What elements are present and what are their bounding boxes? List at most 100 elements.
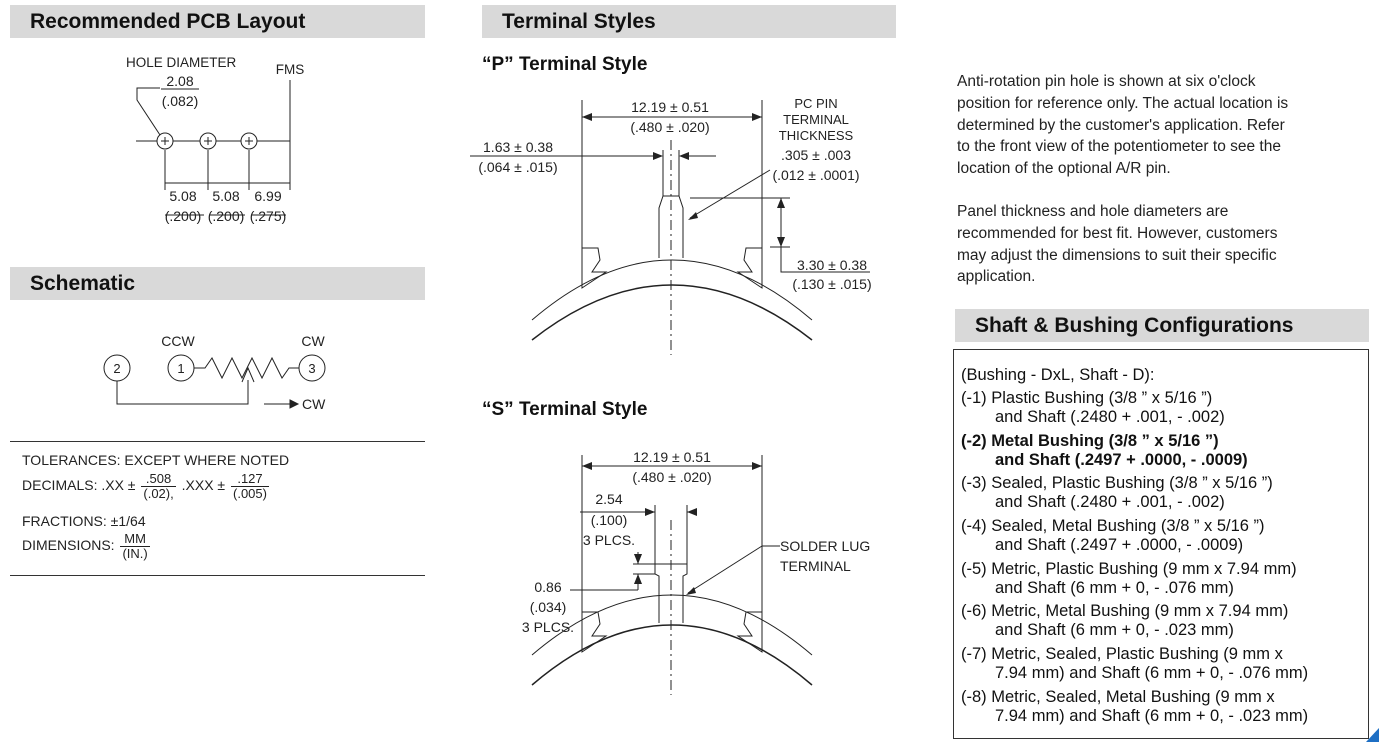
config-item-line-1: (-2) Metal Bushing (3/8 ” x 5/16 ”) (961, 432, 1219, 450)
note-1-line: determined by the customer's application… (957, 116, 1285, 134)
schematic-pin-3: 3 (308, 361, 315, 376)
config-item-line-2: and Shaft (.2480 + .001, - .002) (995, 408, 1225, 426)
config-item-line-1: (-6) Metric, Metal Bushing (9 mm x 7.94 … (961, 602, 1289, 620)
config-box (953, 349, 1369, 739)
header-terminal-styles: Terminal Styles (482, 5, 896, 38)
config-item-3: (-3) Sealed, Plastic Bushing (3/8 ” x 5/… (961, 474, 1273, 512)
note-2-line: recommended for best fit. However, custo… (957, 224, 1278, 242)
pcb-hole-in: (.082) (162, 93, 199, 109)
p-height-in: (.130 ± .015) (792, 276, 871, 292)
config-item-8: (-8) Metric, Sealed, Metal Bushing (9 mm… (961, 688, 1308, 726)
s-small-mm: 0.86 (534, 579, 561, 595)
config-item-5: (-5) Metric, Plastic Bushing (9 mm x 7.9… (961, 560, 1297, 598)
tolerance-dim-num: MM (120, 532, 150, 547)
pcb-layout-drawing: HOLE DIAMETER 2.08 (.082) FMS 5.08 (.200… (126, 55, 305, 224)
tolerance-dimensions: DIMENSIONS: MM(IN.) (22, 532, 152, 561)
config-item-7: (-7) Metric, Sealed, Plastic Bushing (9 … (961, 645, 1308, 683)
p-thick-l3: THICKNESS (779, 128, 854, 143)
p-width-in: (.480 ± .020) (630, 119, 709, 135)
tolerance-top-rule (10, 441, 425, 442)
tolerance-dim-fraction: MM(IN.) (120, 532, 150, 561)
pcb-dim-1-mm: 5.08 (169, 188, 196, 204)
tolerance-line-1: TOLERANCES: EXCEPT WHERE NOTED (22, 452, 290, 468)
header-pcb-layout: Recommended PCB Layout (10, 5, 425, 38)
config-item-1: (-1) Plastic Bushing (3/8 ” x 5/16 ”)and… (961, 389, 1225, 427)
pcb-dim-2-in: (.200) (208, 208, 245, 224)
p-pin-in: (.064 ± .015) (478, 159, 557, 175)
config-item-6: (-6) Metric, Metal Bushing (9 mm x 7.94 … (961, 602, 1288, 640)
note-1-line: position for reference only. The actual … (957, 94, 1289, 112)
config-item-line-2: 7.94 mm) and Shaft (6 mm + 0, - .023 mm) (995, 707, 1309, 725)
note-2-line: Panel thickness and hole diameters are (957, 203, 1229, 220)
page-corner-marker (1366, 728, 1379, 742)
config-item-2: (-2) Metal Bushing (3/8 ” x 5/16 ”)and S… (961, 432, 1248, 470)
schematic-cw-label: CW (301, 333, 325, 349)
note-1-line: Anti-rotation pin hole is shown at six o… (957, 73, 1256, 90)
note-paragraph-2: Panel thickness and hole diameters are r… (957, 201, 1277, 288)
p-thick-l2: TERMINAL (783, 112, 849, 127)
pcb-fms-label: FMS (276, 62, 305, 77)
p-pin-mm: 1.63 ± 0.38 (483, 139, 553, 155)
header-shaft-bushing: Shaft & Bushing Configurations (955, 309, 1369, 342)
p-width-mm: 12.19 ± 0.51 (631, 99, 709, 115)
schematic-ccw-label: CCW (161, 333, 195, 349)
tolerance-bottom-rule (10, 575, 425, 576)
s-terminal-drawing: 12.19 ± 0.51 (.480 ± .020) 2.54 (.100) 3… (522, 449, 870, 695)
p-height-mm: 3.30 ± 0.38 (797, 257, 867, 273)
config-item-line-1: (-5) Metric, Plastic Bushing (9 mm x 7.9… (961, 560, 1297, 578)
p-thick-mm: .305 ± .003 (781, 147, 851, 163)
config-item-line-2: and Shaft (6 mm + 0, - .023 mm) (995, 621, 1234, 639)
s-label-l1: SOLDER LUG (780, 538, 870, 554)
note-2-line: application. (957, 268, 1036, 286)
pcb-hole-mm: 2.08 (166, 73, 193, 89)
tolerance-dim-den: (IN.) (122, 546, 148, 561)
config-item-line-2: 7.94 mm) and Shaft (6 mm + 0, - .076 mm) (995, 664, 1309, 682)
note-1-line: to the front view of the potentiometer t… (957, 138, 1281, 156)
config-item-line-2: and Shaft (6 mm + 0, - .076 mm) (995, 579, 1234, 597)
schematic-drawing: 2 1 3 CCW CW CW (103, 333, 326, 412)
config-item-line-1: (-3) Sealed, Plastic Bushing (3/8 ” x 5/… (961, 474, 1273, 492)
s-lug-mm: 2.54 (595, 491, 622, 507)
tolerance-xx-fraction: .508(.02), (141, 472, 176, 501)
note-paragraph-1: Anti-rotation pin hole is shown at six o… (957, 71, 1288, 180)
tolerance-xx-den: (.02), (143, 486, 174, 501)
schematic-cw-arrow-label: CW (302, 396, 326, 412)
s-width-in: (.480 ± .020) (632, 469, 711, 485)
tolerance-xx-prefix: DECIMALS: .XX ± (22, 477, 136, 494)
note-1-line: location of the optional A/R pin. (957, 160, 1171, 178)
s-terminal-title: “S” Terminal Style (482, 399, 648, 420)
tolerance-dimensions-prefix: DIMENSIONS: (22, 537, 115, 554)
pcb-dim-1-in: (.200) (165, 208, 202, 224)
config-item-line-2: and Shaft (.2497 + .0000, - .0009) (995, 536, 1244, 554)
tolerance-xxx-num: .127 (231, 472, 269, 487)
p-thick-in: (.012 ± .0001) (772, 167, 859, 183)
config-item-line-1: (-1) Plastic Bushing (3/8 ” x 5/16 ”) (961, 389, 1213, 407)
pcb-dim-2-mm: 5.08 (212, 188, 239, 204)
s-small-in: (.034) (530, 599, 567, 615)
config-intro: (Bushing - DxL, Shaft - D): (961, 366, 1155, 384)
schematic-pin-1: 1 (177, 361, 184, 376)
config-item-4: (-4) Sealed, Metal Bushing (3/8 ” x 5/16… (961, 517, 1265, 555)
header-schematic: Schematic (10, 267, 425, 300)
s-label-l2: TERMINAL (780, 558, 851, 574)
config-item-line-2: and Shaft (.2497 + .0000, - .0009) (995, 451, 1248, 469)
tolerance-xxx-prefix: .XXX ± (181, 477, 226, 494)
pcb-dim-3-in: (.275) (250, 208, 287, 224)
note-2-line: may adjust the dimensions to suit their … (957, 246, 1277, 264)
config-item-line-2: and Shaft (.2480 + .001, - .002) (995, 493, 1225, 511)
tolerance-xxx-fraction: .127(.005) (231, 472, 269, 501)
tolerance-xx-num: .508 (141, 472, 176, 487)
tolerance-fractions: FRACTIONS: ±1/64 (22, 513, 146, 529)
s-lug-plcs: 3 PLCS. (583, 532, 635, 548)
p-terminal-drawing: 12.19 ± 0.51 (.480 ± .020) 1.63 ± 0.38 (… (470, 96, 872, 355)
p-thick-l1: PC PIN (794, 96, 837, 111)
p-terminal-title: “P” Terminal Style (482, 54, 648, 75)
s-width-mm: 12.19 ± 0.51 (633, 449, 711, 465)
s-lug-in: (.100) (591, 512, 628, 528)
config-item-line-1: (-8) Metric, Sealed, Metal Bushing (9 mm… (961, 688, 1275, 706)
tolerance-xxx-den: (.005) (233, 486, 267, 501)
tolerance-decimals: DECIMALS: .XX ± .508(.02), .XXX ± .127(.… (22, 472, 271, 501)
config-item-line-1: (-7) Metric, Sealed, Plastic Bushing (9 … (961, 645, 1283, 663)
s-small-plcs: 3 PLCS. (522, 619, 574, 635)
pcb-dim-3-mm: 6.99 (254, 188, 281, 204)
